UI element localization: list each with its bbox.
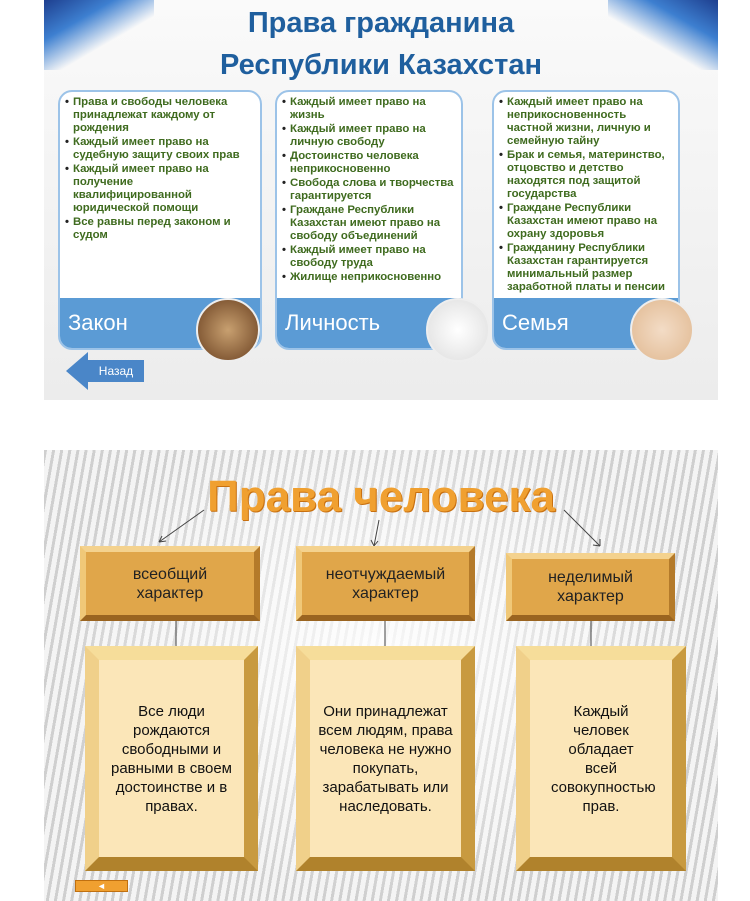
header-label: всеобщий характер <box>132 565 208 602</box>
list-item: Каждый имеет право на получение квалифиц… <box>65 163 254 215</box>
arrow-left-icon <box>66 352 88 390</box>
description-inalienable: Они принадлежат всем людям, права челове… <box>296 646 475 871</box>
list-item: Каждый имеет право на личную свободу <box>282 123 455 149</box>
list-item: Гражданину Республики Казахстан гарантир… <box>499 242 672 294</box>
title-line: Права гражданина <box>247 7 515 39</box>
previous-icon: ◄ <box>97 881 106 891</box>
slide-title: Права гражданина Республики Казахстан <box>44 2 718 86</box>
header-inalienable: неотчуждаемый характер <box>296 546 475 621</box>
header-label: неделимый характер <box>548 569 633 605</box>
list-item: Каждый имеет право на судебную защиту св… <box>65 136 254 162</box>
person-check-icon <box>426 298 490 362</box>
description-indivisible: Каждый человек обладает всей совокупност… <box>516 646 686 871</box>
header-label: неотчуждаемый характер <box>325 565 446 602</box>
header-indivisible: неделимый характер <box>506 553 675 621</box>
decorative-corner <box>44 0 154 70</box>
list-item: Брак и семья, материнство, отцовство и д… <box>499 149 672 201</box>
column-family: Каждый имеет право на неприкосновенность… <box>492 90 680 350</box>
back-label: Назад <box>88 360 144 382</box>
list-item: Граждане Республики Казахстан имеют прав… <box>499 202 672 241</box>
gavel-icon <box>196 298 260 362</box>
list-item: Свобода слова и творчества гарантируется <box>282 177 455 203</box>
list-item: Каждый имеет право на свободу труда <box>282 244 455 270</box>
list-item: Достоинство человека неприкосновенно <box>282 150 455 176</box>
back-button[interactable]: Назад <box>66 352 146 390</box>
slide-title: Права человека <box>207 472 555 521</box>
slide-citizen-rights: Права гражданина Республики Казахстан Пр… <box>44 0 718 400</box>
title-line: Республики Казахстан <box>219 49 543 81</box>
column-personality: Каждый имеет право на жизнь Каждый имеет… <box>275 90 463 350</box>
description-text: Каждый человек обладает всей совокупност… <box>551 702 656 815</box>
connector-arrows <box>158 509 601 646</box>
list-item: Жилище неприкосновенно <box>282 271 455 284</box>
description-text: Они принадлежат всем людям, права челове… <box>318 702 453 815</box>
decorative-corner <box>608 0 718 70</box>
list-item: Каждый имеет право на неприкосновенность… <box>499 96 672 148</box>
description-text: Все люди рождаются свободными и равными … <box>110 702 232 815</box>
family-icon <box>630 298 694 362</box>
slide-human-rights: Права человека всеобщий характер неотчуж… <box>44 450 718 901</box>
header-universal: всеобщий характер <box>80 546 260 621</box>
list-item: Граждане Республики Казахстан имеют прав… <box>282 204 455 243</box>
previous-slide-button[interactable]: ◄ <box>75 880 128 892</box>
list-item: Права и свободы человека принадлежат каж… <box>65 96 254 135</box>
list-item: Все равны перед законом и судом <box>65 216 254 242</box>
description-universal: Все люди рождаются свободными и равными … <box>85 646 258 871</box>
list-item: Каждый имеет право на жизнь <box>282 96 455 122</box>
